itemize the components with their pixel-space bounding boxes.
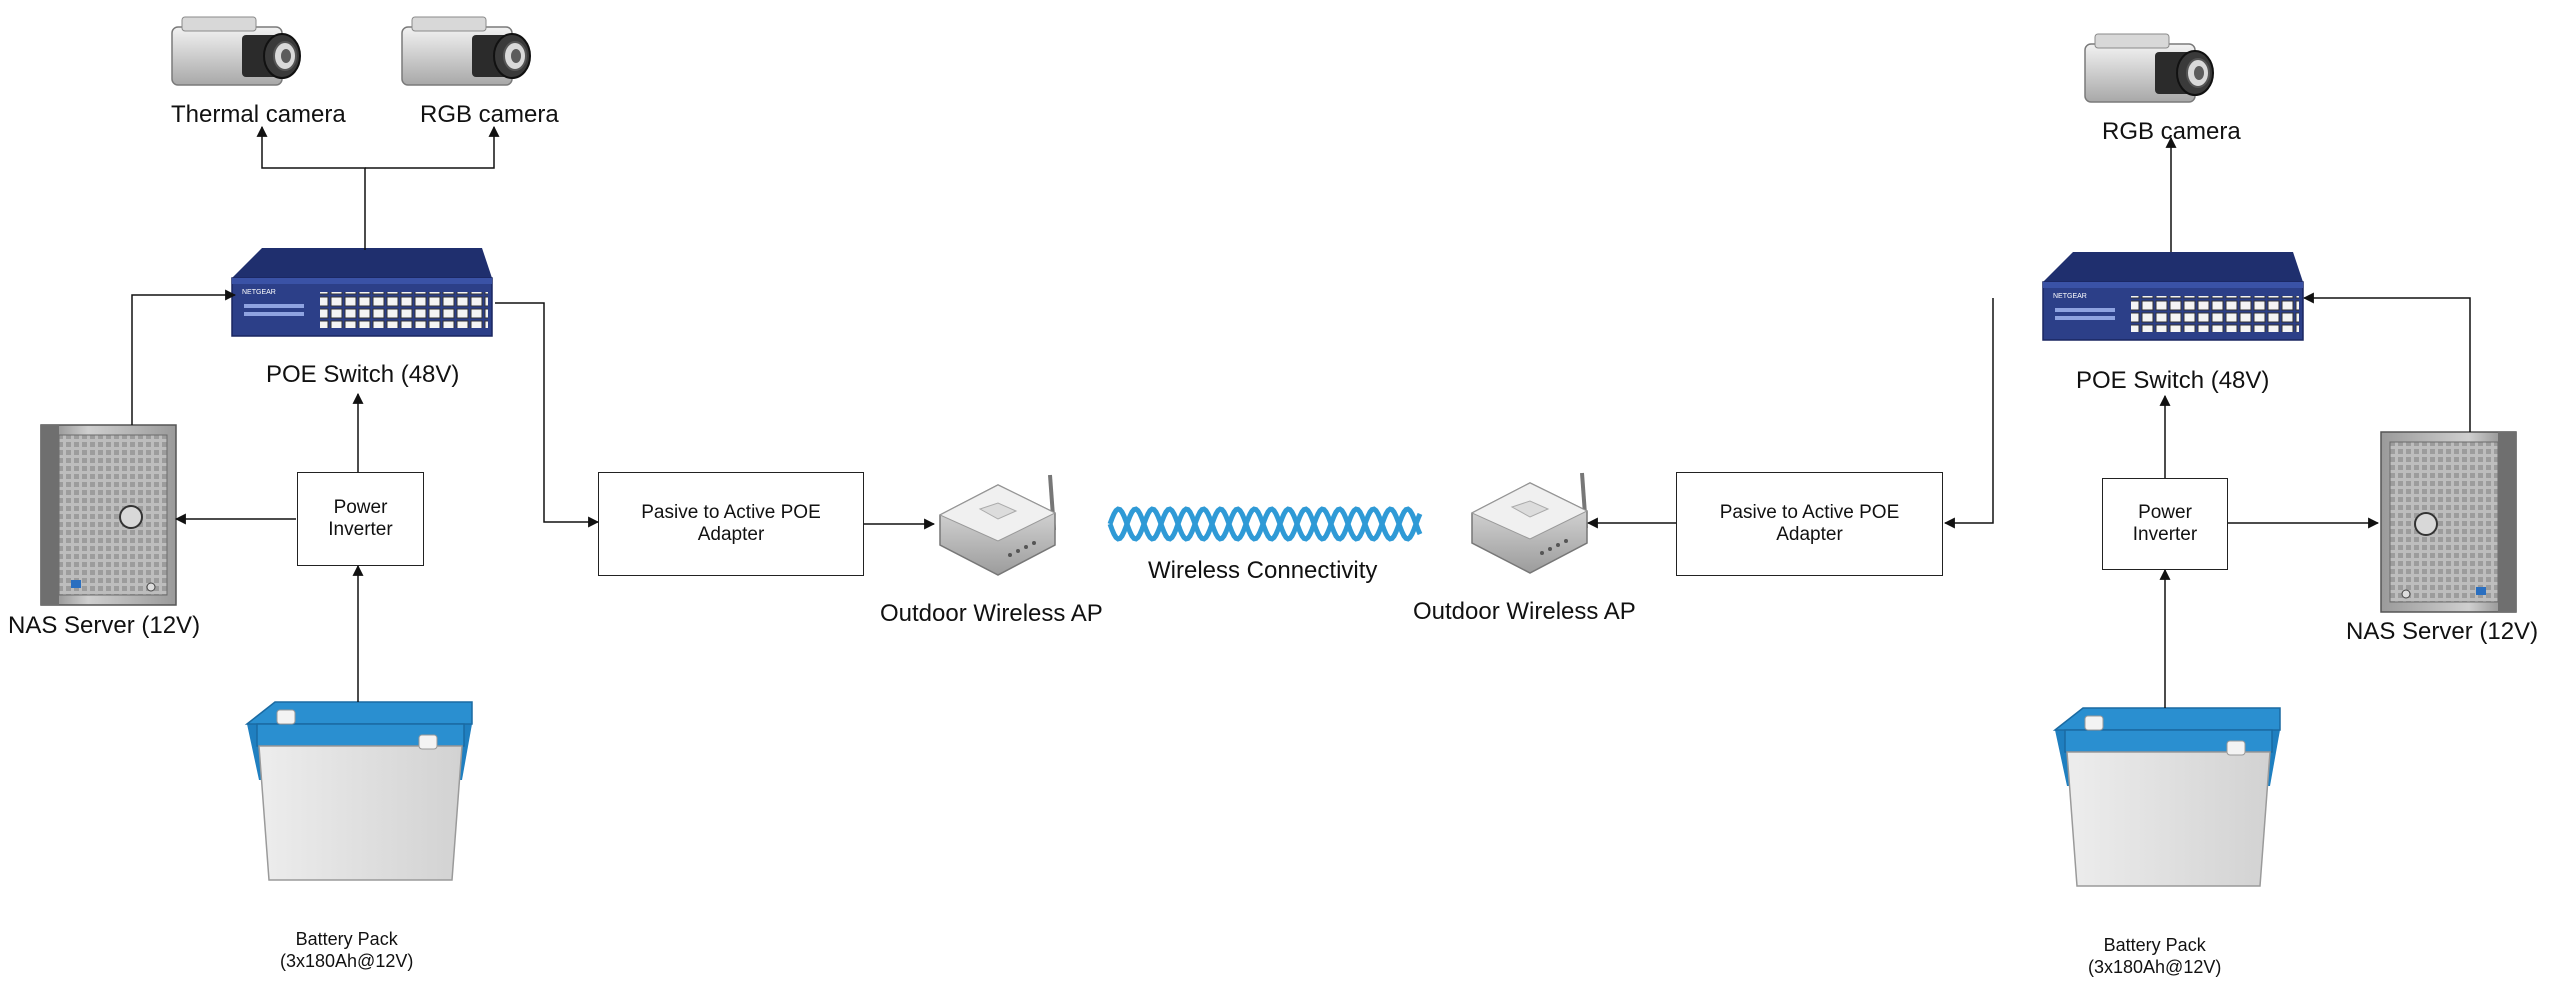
thermal-camera-icon [171, 16, 301, 86]
left-adapter-line2: Adapter [697, 524, 765, 545]
left-wireless-ap-label: Outdoor Wireless AP [880, 600, 1103, 627]
left-battery-line1: Battery Pack [295, 929, 398, 949]
poe-switch-icon [2042, 251, 2304, 341]
right-battery-line2: (3x180Ah@12V) [2088, 957, 2222, 977]
nas-server-icon [40, 424, 177, 606]
battery-pack-icon [246, 701, 473, 881]
right-wireless-ap-label: Outdoor Wireless AP [1413, 598, 1636, 625]
right-power-inverter-line1: Power [2138, 502, 2192, 523]
battery-pack-icon [2054, 707, 2281, 887]
right-poe-switch-label: POE Switch (48V) [2076, 367, 2270, 394]
wireless-ap-icon [1470, 471, 1589, 575]
left-battery-pack-label: Battery Pack (3x180Ah@12V) [280, 928, 413, 972]
right-connectors [1586, 136, 2471, 708]
right-battery-line1: Battery Pack [2103, 935, 2206, 955]
right-nas-server-label: NAS Server (12V) [2346, 618, 2539, 645]
left-power-inverter-line2: Inverter [328, 519, 393, 540]
right-power-inverter-line2: Inverter [2132, 524, 2198, 545]
rgb-camera-icon [2084, 33, 2214, 103]
left-rgb-camera-label: RGB camera [420, 101, 559, 128]
left-poe-switch-label: POE Switch (48V) [266, 361, 460, 388]
left-power-inverter-line1: Power [333, 497, 388, 518]
left-thermal-camera-label: Thermal camera [171, 101, 346, 128]
left-adapter-line1: Pasive to Active POE [641, 502, 821, 523]
wireless-connectivity-label: Wireless Connectivity [1148, 557, 1378, 584]
left-battery-line2: (3x180Ah@12V) [280, 951, 414, 971]
right-battery-pack-label: Battery Pack (3x180Ah@12V) [2088, 934, 2221, 978]
poe-switch-icon [231, 247, 493, 337]
left-connectors [131, 125, 936, 702]
nas-server-icon [2380, 431, 2517, 613]
right-adapter-line1: Pasive to Active POE [1719, 502, 1900, 523]
right-adapter-line2: Adapter [1776, 524, 1843, 545]
wireless-signal-icon [1107, 506, 1423, 542]
right-rgb-camera-label: RGB camera [2102, 118, 2241, 145]
wireless-ap-icon [938, 473, 1057, 577]
rgb-camera-icon [401, 16, 531, 86]
signal-wave [1107, 506, 1423, 542]
left-nas-server-label: NAS Server (12V) [8, 612, 201, 639]
